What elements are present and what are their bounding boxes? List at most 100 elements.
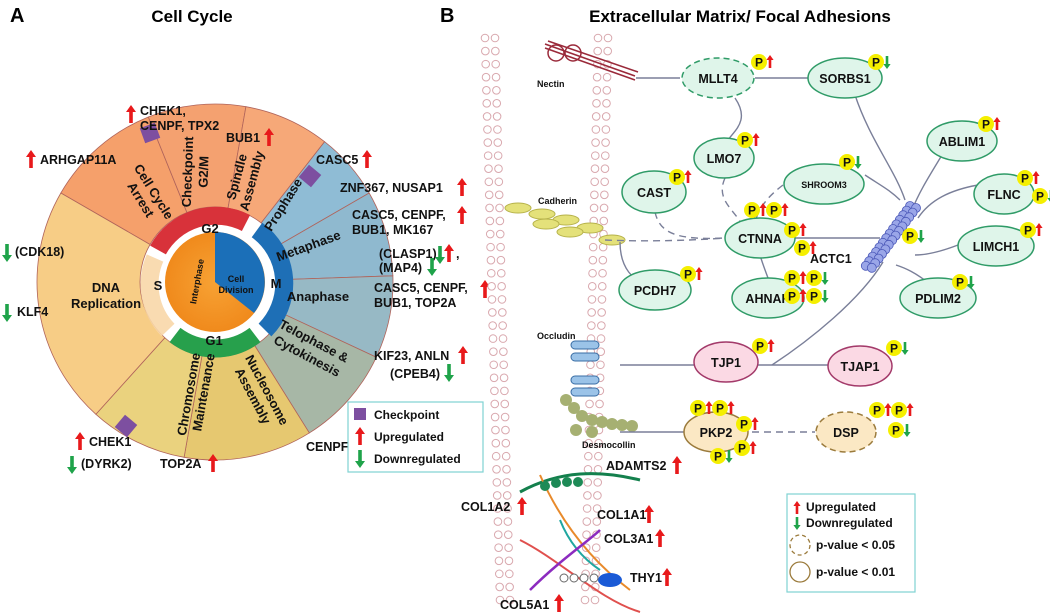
node-lmo7: LMO7 <box>693 137 755 179</box>
lipid-bead <box>492 478 502 487</box>
label-znf367: ZNF367, NUSAP1 <box>340 181 443 195</box>
s-label: S <box>154 278 163 293</box>
label-comma: , <box>456 247 459 261</box>
lipid-bead <box>481 59 490 69</box>
lipid-bead <box>495 203 504 213</box>
label-casc5: CASC5 <box>316 153 358 167</box>
phospho-badge <box>806 288 822 304</box>
lipid-bead <box>491 72 501 82</box>
lipid-bead <box>489 373 499 383</box>
cell-division-sector <box>215 232 265 313</box>
phospho-letter: P <box>873 404 881 418</box>
phospho-badge <box>886 340 902 356</box>
up-arrow-icon <box>458 346 468 364</box>
up-arrow-icon <box>362 150 372 168</box>
label-chek1: CHEK1 <box>89 435 131 449</box>
phospho-badge <box>839 154 855 170</box>
lipid-bead <box>596 347 606 356</box>
label-dyrk2: (DYRK2) <box>81 457 132 471</box>
lipid-bead <box>593 46 602 56</box>
legend-b-down: Downregulated <box>806 516 893 530</box>
label-casc5-group2-1: CASC5, CENPF, <box>374 281 468 295</box>
lipid-bead <box>492 85 501 95</box>
lipid-bead <box>580 595 590 605</box>
m-label: M <box>271 276 282 291</box>
label-cast: CAST <box>637 186 671 200</box>
lipid-bead <box>602 99 611 108</box>
label-bub1: BUB1 <box>226 131 260 145</box>
legend-b-p01: p-value < 0.01 <box>816 565 895 579</box>
lipid-bead <box>489 360 499 370</box>
node-sorbs1: SORBS1 <box>807 57 883 99</box>
label-arhgap11a: ARHGAP11A <box>40 153 116 167</box>
up-arrow-icon <box>662 568 672 586</box>
legend-a-up: Upregulated <box>374 430 444 444</box>
lipid-bead <box>582 504 592 513</box>
lipid-bead <box>584 451 593 461</box>
lipid-bead <box>498 334 508 343</box>
phospho-letter: P <box>843 156 851 170</box>
lipid-bead <box>592 517 602 526</box>
label-pcdh7: PCDH7 <box>634 284 676 298</box>
lipid-bead <box>499 373 509 383</box>
lipid-bead <box>590 151 600 160</box>
up-arrow-icon <box>751 417 759 430</box>
down-arrow-icon <box>2 244 12 262</box>
cell-cycle-wheel <box>36 103 394 461</box>
up-arrow-icon <box>759 203 767 216</box>
up-arrow-icon <box>727 401 735 414</box>
actc1-filament <box>860 201 921 273</box>
phospho-badge <box>669 169 685 185</box>
panel-a-letter: A <box>10 5 24 27</box>
lipid-bead <box>594 451 603 461</box>
phospho-letter: P <box>788 290 796 304</box>
lipid-bead <box>502 465 511 474</box>
lipid-bead <box>590 190 599 200</box>
label-cenpf-tpx2: CENPF, TPX2 <box>140 119 219 133</box>
up-arrow-icon <box>799 271 807 284</box>
down-arrow-icon <box>67 456 77 474</box>
lipid-bead <box>583 491 592 500</box>
phospho-badge <box>784 288 800 304</box>
lipid-bead <box>505 582 514 592</box>
phospho-letter: P <box>716 402 724 416</box>
lipid-bead <box>590 595 600 605</box>
lipid-bead <box>498 308 507 317</box>
lipid-bead <box>600 177 609 187</box>
phospho-letter: P <box>684 268 692 282</box>
up-arrow-icon <box>126 105 136 123</box>
lipid-bead <box>505 569 514 579</box>
lipid-bead <box>601 125 611 134</box>
label-col3a1: COL3A1 <box>604 532 653 546</box>
phospho-badge <box>1032 188 1048 204</box>
up-arrow-icon <box>767 339 775 352</box>
down-arrow-icon <box>917 230 925 243</box>
lipid-bead <box>500 412 510 422</box>
phospho-badge <box>902 228 918 244</box>
lipid-bead <box>592 85 602 95</box>
lipid-bead <box>589 203 599 213</box>
phospho-letter: P <box>895 404 903 418</box>
lipid-bead <box>495 595 505 605</box>
phospho-badge <box>712 400 728 416</box>
phospho-badge <box>952 274 968 290</box>
lipid-bead <box>481 72 491 82</box>
network-edges <box>604 77 979 433</box>
lipid-bead <box>494 556 504 566</box>
up-arrow-icon <box>684 170 692 183</box>
lipid-bead <box>493 504 502 513</box>
label-casc5-group2-2: BUB1, TOP2A <box>374 296 456 310</box>
legend-b-p05: p-value < 0.05 <box>816 538 895 552</box>
lipid-bead <box>503 517 513 526</box>
phospho-letter: P <box>872 56 880 70</box>
lipid-bead <box>487 295 497 304</box>
lipid-bead <box>495 569 504 579</box>
node-ctnna: CTNNA <box>724 217 796 259</box>
lipid-bead <box>492 112 502 121</box>
lipid-bead <box>503 530 513 539</box>
node-mllt4: MLLT4 <box>681 57 755 99</box>
legend-b-box <box>786 493 916 593</box>
phospho-badge <box>737 132 753 148</box>
phospho-letter: P <box>1036 190 1044 204</box>
